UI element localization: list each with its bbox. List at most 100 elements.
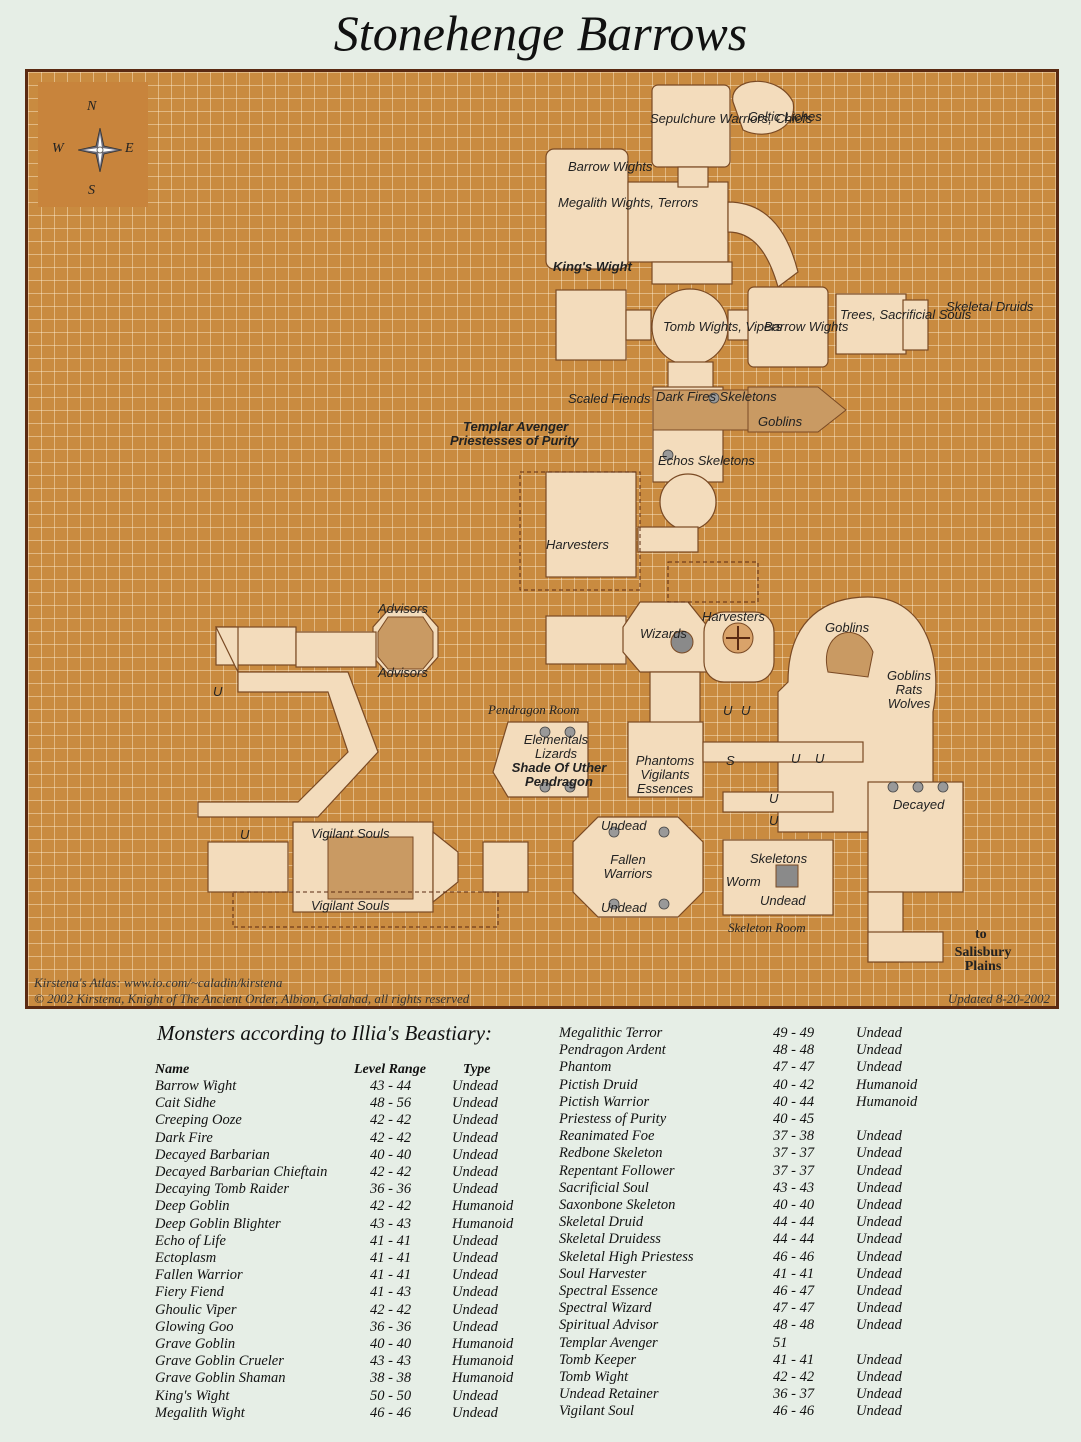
label-harvesters-top: Harvesters: [546, 537, 609, 552]
monster-type: Undead: [452, 1112, 498, 1129]
barrow-wights-room: [747, 286, 829, 368]
monster-type: Undead: [856, 1162, 902, 1179]
monster-name: Pendragon Ardent: [559, 1042, 666, 1059]
monster-name: Undead Retainer: [559, 1386, 659, 1403]
monster-name: Soul Harvester: [559, 1265, 647, 1282]
monster-level: 41 - 43: [370, 1284, 412, 1301]
monster-name: Megalith Wight: [155, 1404, 245, 1421]
monster-level: 51: [773, 1334, 788, 1351]
compass-east-label: E: [125, 141, 134, 156]
monster-level: 41 - 41: [370, 1267, 412, 1284]
monster-type: Humanoid: [452, 1198, 514, 1215]
monster-name: Repentant Follower: [559, 1162, 675, 1179]
sepulchure-room: [651, 84, 731, 168]
monster-level: 40 - 40: [773, 1197, 815, 1213]
monster-name: Fallen Warrior: [155, 1267, 243, 1284]
monster-level: 40 - 42: [773, 1076, 815, 1093]
vigilant-cone: [432, 830, 459, 904]
compass: N S E W: [38, 82, 148, 207]
monster-level: 42 - 42: [370, 1164, 412, 1180]
monster-name: Megalithic Terror: [559, 1025, 663, 1041]
monster-type: Humanoid: [856, 1076, 918, 1093]
monster-level: 44 - 44: [773, 1214, 815, 1231]
monster-level: 46 - 46: [773, 1248, 815, 1265]
monster-type: Undead: [856, 1042, 902, 1059]
label-sepulchure: Sepulchure Warriors, Chiefs: [650, 111, 813, 126]
goblin-lair: [825, 631, 874, 678]
monster-name: Tomb Wight: [559, 1369, 629, 1385]
winding-corridor: [197, 626, 379, 818]
monster-type: Undead: [856, 1059, 902, 1076]
legend-col-type: Type: [463, 1062, 491, 1077]
label-vigilant-souls-bottom: Vigilant Souls: [311, 898, 390, 913]
monster-level: 46 - 46: [370, 1404, 412, 1421]
monster-name: Spiritual Advisor: [559, 1317, 659, 1334]
hidden-area-mid: [667, 561, 759, 603]
monster-level: 44 - 44: [773, 1231, 815, 1248]
monster-type: Humanoid: [452, 1336, 514, 1352]
monster-type: Humanoid: [452, 1215, 514, 1232]
label-skeleton-room: Skeleton Room: [728, 920, 806, 935]
vigilant-center: [327, 836, 414, 900]
monster-type: Undead: [452, 1232, 498, 1249]
monster-type: Undead: [452, 1164, 498, 1180]
dungeon-layout: [197, 80, 964, 963]
monster-name: Tomb Keeper: [559, 1351, 637, 1368]
label-undead-bottom: Undead: [601, 900, 647, 915]
monster-name: Spectral Essence: [559, 1283, 658, 1299]
monster-level: 43 - 43: [370, 1215, 412, 1232]
monster-name: Deep Goblin: [155, 1198, 230, 1215]
monster-name: Priestess of Purity: [559, 1111, 667, 1127]
monster-level: 42 - 42: [370, 1301, 412, 1318]
monster-name: Decayed Barbarian Chieftain: [155, 1164, 328, 1180]
monster-name: Decayed Barbarian: [155, 1146, 270, 1163]
label-undead-top: Undead: [601, 818, 647, 833]
monster-name: Echo of Life: [155, 1232, 226, 1249]
label-tomb-wights: Tomb Wights, Vipers: [663, 319, 783, 334]
monster-level: 43 - 43: [370, 1353, 412, 1370]
label-advisors-bottom: Advisors: [378, 665, 428, 680]
legend-col-level: Level Range: [354, 1062, 426, 1077]
stair-room: [545, 615, 627, 665]
label-skeletal-druids: Skeletal Druids: [946, 299, 1034, 314]
west-room: [555, 289, 627, 361]
label-megalith: Megalith Wights, Terrors: [558, 195, 699, 210]
monster-type: Undead: [452, 1267, 498, 1284]
label-u-4: U: [741, 703, 751, 718]
monster-level: 40 - 40: [370, 1336, 412, 1352]
monster-level: 41 - 41: [773, 1265, 815, 1282]
legend-col-name: Name: [155, 1062, 190, 1077]
monster-level: 48 - 48: [773, 1317, 815, 1334]
east-corridor: [702, 741, 864, 763]
decayed-room: [867, 781, 964, 893]
monster-type: Humanoid: [452, 1370, 514, 1387]
monster-name: Glowing Goo: [155, 1318, 234, 1335]
monster-name: Dark Fire: [155, 1129, 213, 1146]
round-room: [659, 473, 717, 531]
label-worm: Worm: [726, 874, 761, 889]
label-undead-right: Undead: [760, 893, 806, 908]
label-u-6: U: [815, 751, 825, 766]
monster-type: Undead: [856, 1403, 902, 1420]
label-barrow-wights-top: Barrow Wights: [568, 159, 653, 174]
monster-name: Fiery Fiend: [155, 1284, 224, 1301]
advisors-center: [377, 616, 434, 670]
monster-name: Redbone Skeleton: [559, 1145, 663, 1162]
dungeon-map: N S E W: [25, 69, 1059, 1009]
fallen-warriors-room: [572, 816, 704, 918]
monster-level: 42 - 42: [370, 1198, 412, 1215]
monster-level: 42 - 42: [370, 1112, 412, 1129]
label-elementals: Elementals Lizards: [523, 732, 589, 761]
monster-type: Undead: [856, 1145, 902, 1162]
monster-level: 46 - 46: [773, 1403, 815, 1420]
corridor-c: [651, 261, 733, 285]
label-kings-wight: King's Wight: [553, 259, 632, 274]
monster-name: Ghoulic Viper: [155, 1301, 237, 1318]
monster-level: 42 - 42: [773, 1369, 815, 1385]
label-pendragon-room: Pendragon Room: [488, 702, 580, 717]
label-u-1: U: [213, 684, 223, 699]
monster-type: Undead: [856, 1025, 902, 1041]
monster-type: Undead: [856, 1231, 902, 1248]
corridor-g: [722, 791, 834, 813]
monster-type: Undead: [856, 1265, 902, 1282]
